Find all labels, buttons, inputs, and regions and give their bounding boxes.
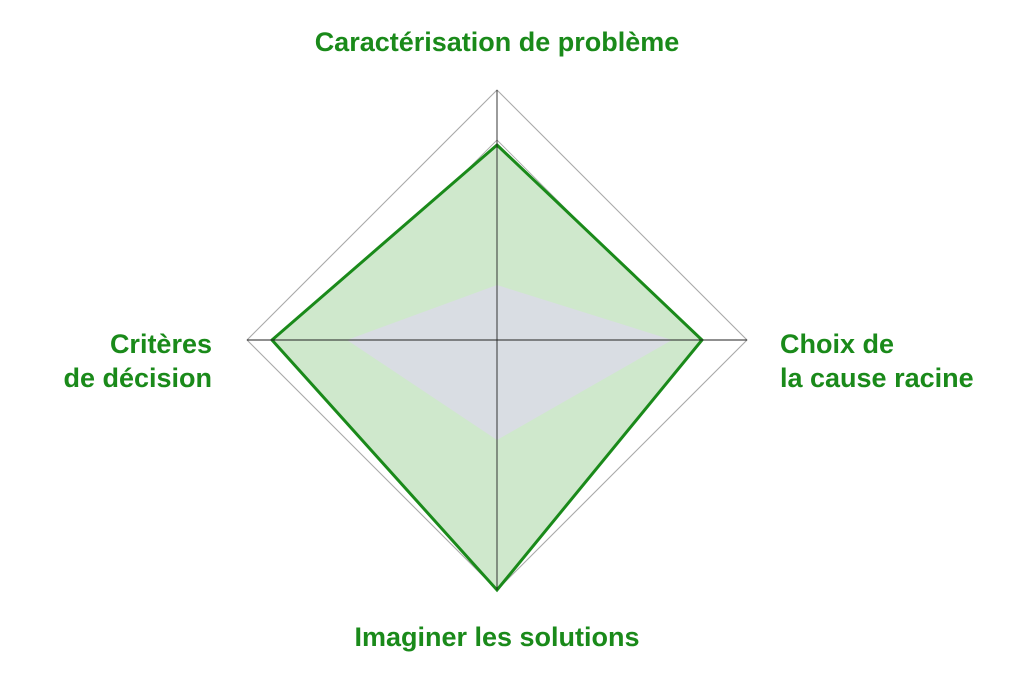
axis-label-line: Choix de [780, 329, 894, 359]
axis-label-3: Imaginer les solutions [354, 622, 639, 652]
axis-label-line: de décision [63, 363, 212, 393]
series-layer [269, 142, 705, 593]
axis-label-line: Caractérisation de problème [315, 27, 680, 57]
axis-label-line: Imaginer les solutions [354, 622, 639, 652]
axis-label-4: Critères de décision [63, 329, 212, 393]
axis-label-line: Critères [110, 329, 212, 359]
axis-label-2: Choix de la cause racine [780, 329, 974, 393]
axis-label-1: Caractérisation de problème [315, 27, 680, 57]
axis-layer [247, 90, 747, 590]
series-polygon-2 [347, 285, 672, 440]
axis-label-line: la cause racine [780, 363, 974, 393]
